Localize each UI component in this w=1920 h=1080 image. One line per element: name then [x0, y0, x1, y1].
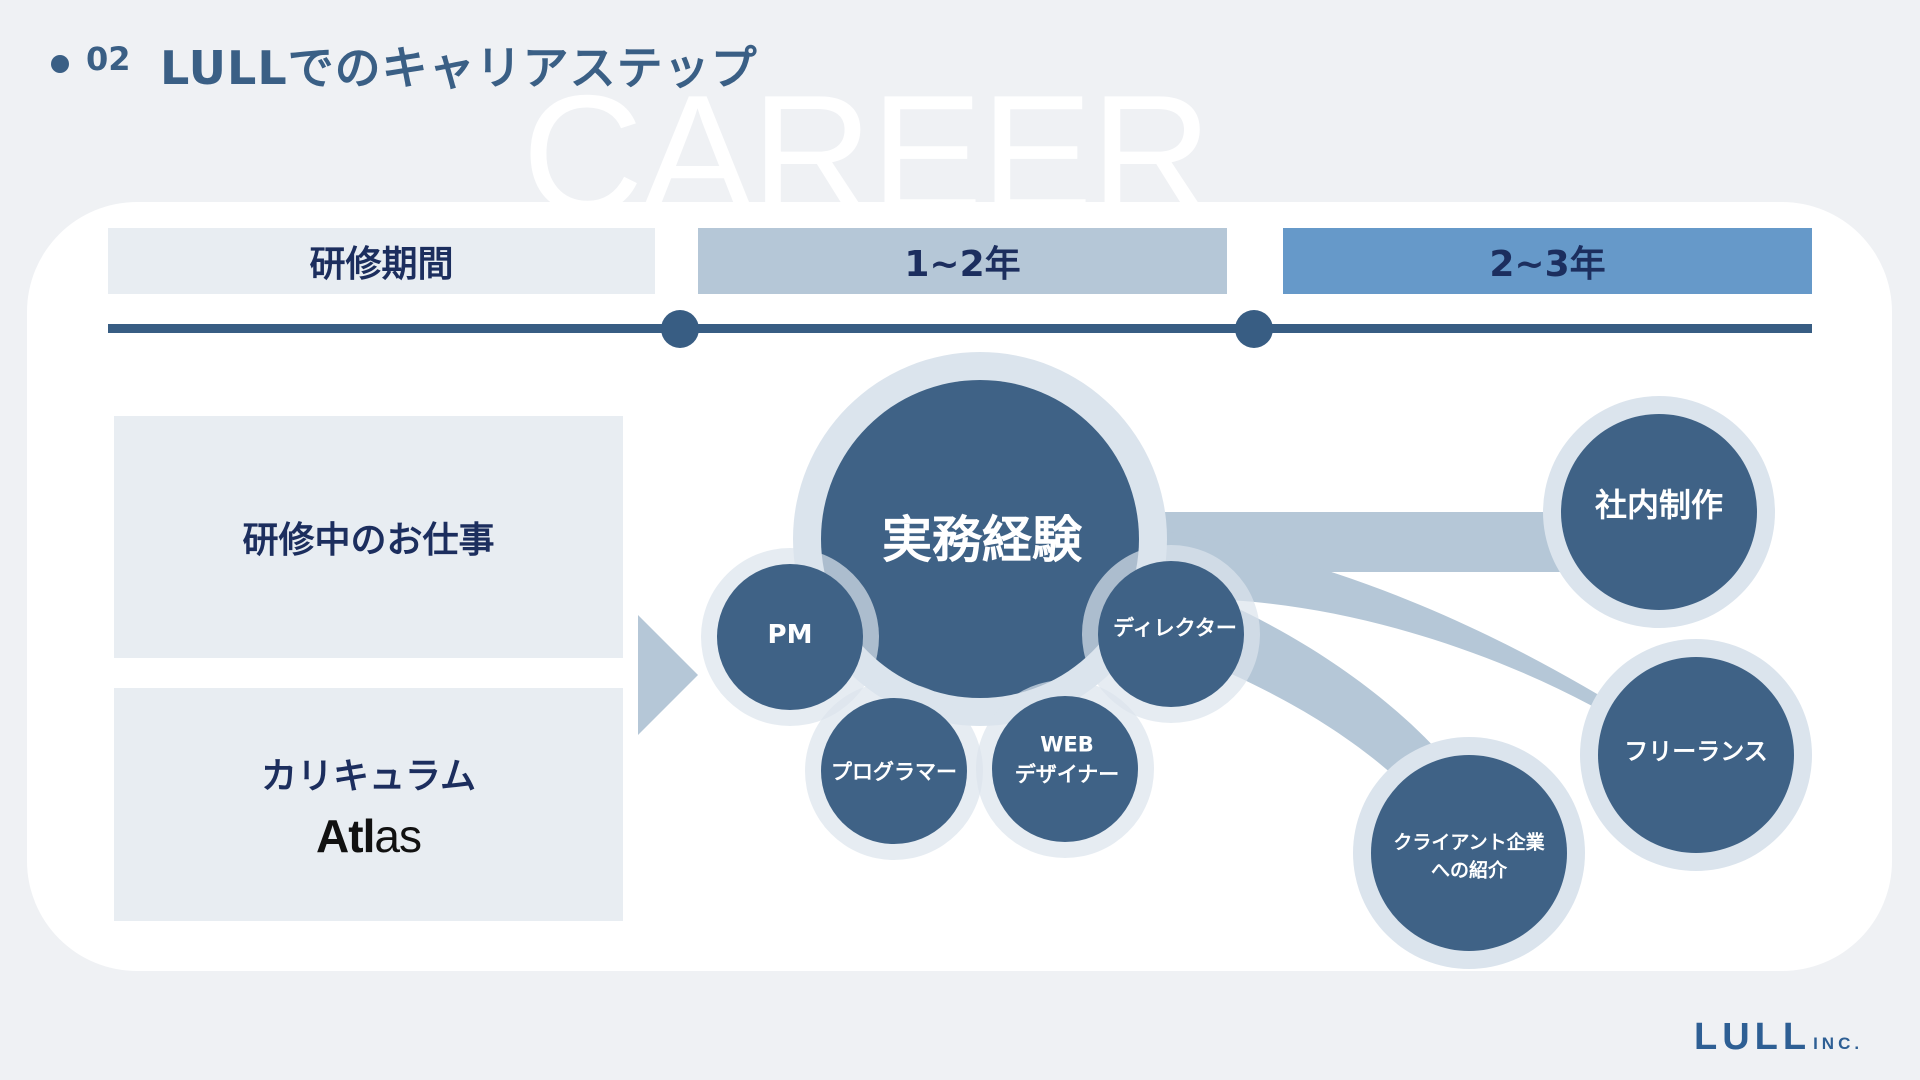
training-work-box: 研修中のお仕事	[114, 416, 623, 658]
phase-2-3-years: 2~3年	[1283, 228, 1812, 294]
training-work-label: 研修中のお仕事	[242, 520, 495, 561]
atlas-logo: Atlas	[316, 809, 422, 862]
core-circle	[821, 380, 1139, 698]
phase-1-2-years: 1~2年	[698, 228, 1227, 294]
title-bullet-icon	[51, 55, 69, 73]
role-director-label: ディレクター	[1113, 615, 1237, 640]
outcome-client-node	[1353, 737, 1585, 969]
role-programmer-node	[805, 682, 983, 860]
arrow-right-icon	[638, 615, 698, 735]
page-title: LULLでのキャリアステップ	[160, 41, 758, 95]
section-number: 02	[86, 40, 131, 78]
phase-training: 研修期間	[108, 228, 655, 294]
role-director-node	[1082, 545, 1260, 723]
timeline-marker-2	[1235, 310, 1273, 348]
timeline-marker-1	[661, 310, 699, 348]
outcome-freelance-label: フリーランス	[1624, 737, 1768, 766]
outcome-inhouse-node	[1543, 396, 1775, 628]
timeline-bar	[108, 324, 1812, 333]
role-pm-node	[701, 548, 879, 726]
outcome-freelance-node	[1580, 639, 1812, 871]
role-pm-label: PM	[767, 620, 813, 651]
outcome-client-label: クライアント企業 への紹介	[1393, 831, 1545, 881]
flow-to-client	[1200, 600, 1470, 800]
role-programmer-label: プログラマー	[831, 759, 957, 784]
curriculum-label: カリキュラム	[261, 755, 476, 797]
role-webdesigner-label: WEB デザイナー	[1014, 732, 1120, 787]
role-webdesigner-node	[976, 680, 1154, 858]
outcome-inhouse-label: 社内制作	[1594, 485, 1724, 524]
core-label: 実務経験	[882, 510, 1082, 569]
curriculum-box: カリキュラム Atlas	[114, 688, 623, 921]
